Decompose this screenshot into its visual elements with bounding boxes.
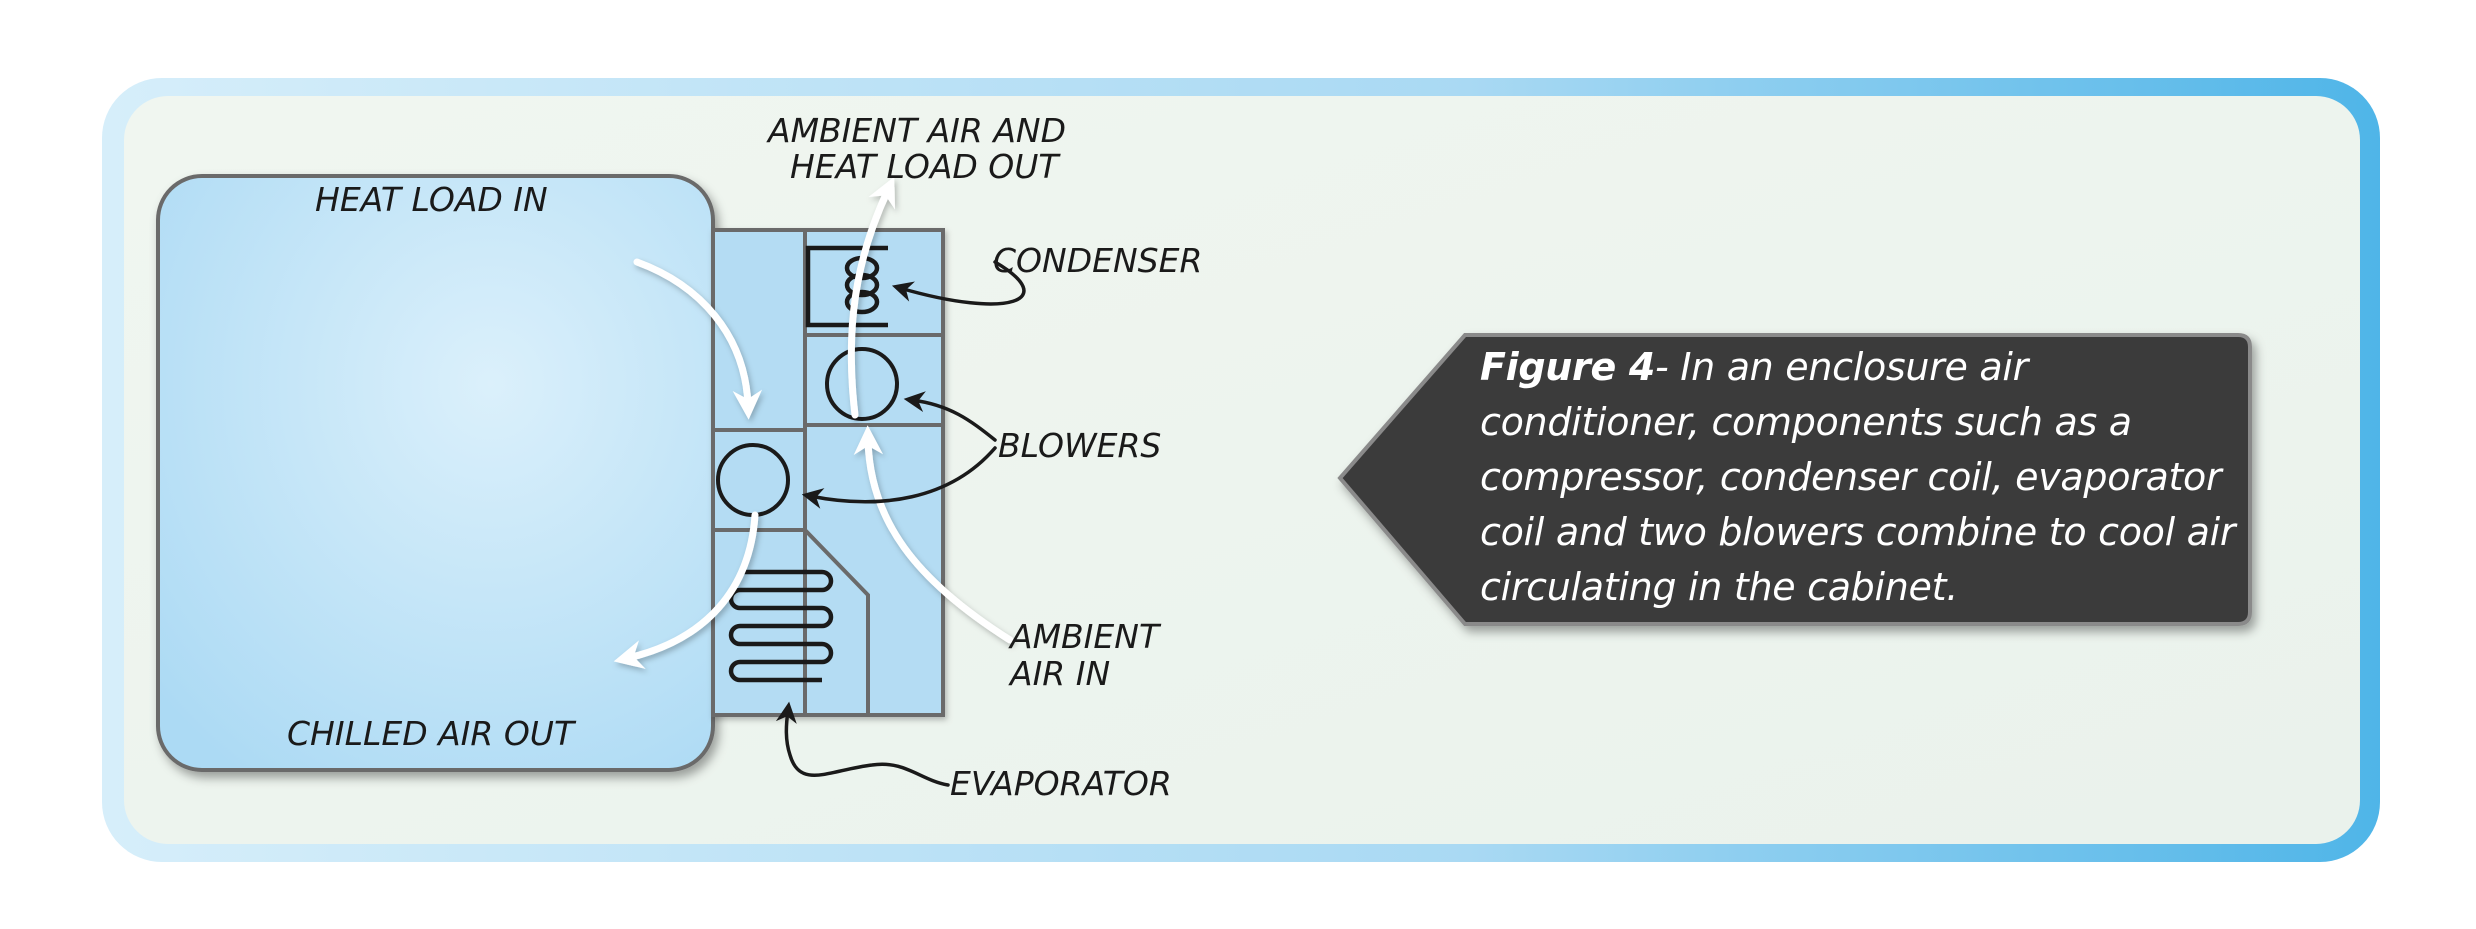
blowers-lower-callout-arrow <box>801 446 997 509</box>
label-heat-load-in: HEAT LOAD IN <box>315 180 548 219</box>
blowers-upper-callout-arrow <box>903 391 997 442</box>
figure-caption: Figure 4- In an enclosure air conditione… <box>1480 340 2250 615</box>
airflow-ambient-air-out-arrow <box>847 176 896 419</box>
label-ambient-air-in-line1: AMBIENT <box>1008 617 1162 656</box>
ac-unit-dividers <box>713 230 943 715</box>
label-condenser: CONDENSER <box>993 241 1202 280</box>
evaporator-callout-arrow <box>775 701 950 787</box>
label-evaporator: EVAPORATOR <box>950 764 1172 803</box>
figure-caption-text: - In an enclosure air conditioner, compo… <box>1480 345 2236 609</box>
upper-blower <box>825 347 899 421</box>
airflow-ambient-air-in-arrow <box>853 425 1014 644</box>
airflow-arrows <box>613 176 1014 669</box>
airflow-chilled-air-out-arrow <box>613 511 759 669</box>
label-chilled-air-out: CHILLED AIR OUT <box>287 714 577 753</box>
caption-box <box>1337 333 2252 626</box>
label-ambient-air-out-line1: AMBIENT AIR AND <box>766 111 1066 150</box>
figure-label: Figure 4 <box>1480 345 1656 389</box>
lower-blower <box>716 443 790 517</box>
label-ambient-air-out-line2: HEAT LOAD OUT <box>790 147 1061 186</box>
label-blowers: BLOWERS <box>998 426 1161 465</box>
label-ambient-air-in-line2: AIR IN <box>1008 654 1110 693</box>
airflow-heat-load-in-arrow <box>633 258 763 420</box>
cabinet <box>156 174 715 772</box>
condenser-callout-arrow <box>891 260 1026 306</box>
evaporator-coil <box>728 569 834 683</box>
callout-arrows <box>775 260 1026 787</box>
